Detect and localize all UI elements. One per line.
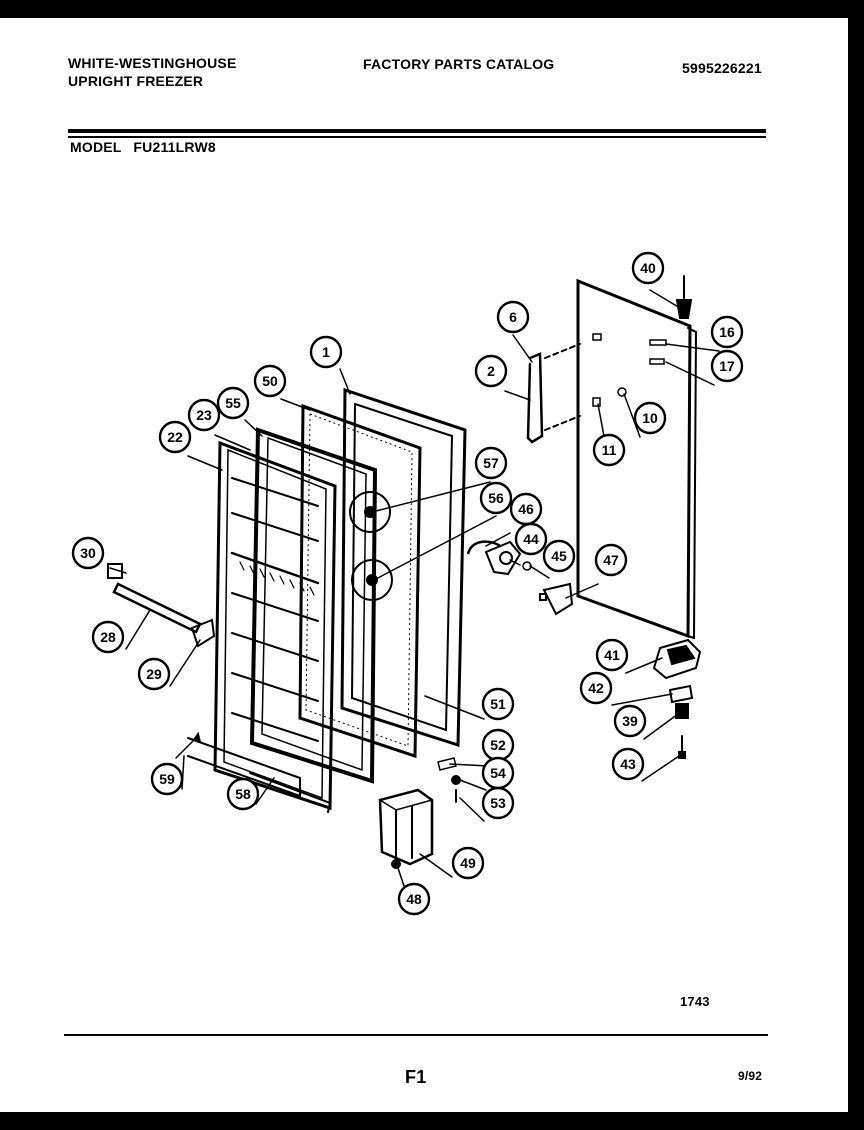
part-number-label: 23	[196, 407, 212, 423]
part-callout-41: 41	[595, 638, 629, 672]
part-callout-47: 47	[594, 543, 628, 577]
part-callout-49: 49	[451, 846, 485, 880]
leader-lines	[109, 289, 720, 911]
part-callout-2: 2	[474, 354, 508, 388]
part-number-label: 53	[490, 795, 506, 811]
foam-insulation-panel	[298, 403, 422, 759]
door-latch	[466, 540, 532, 576]
part-callout-44: 44	[514, 522, 548, 556]
part-number-label: 51	[490, 696, 506, 712]
header-rule-thick	[68, 129, 766, 133]
footer-rule	[64, 1034, 768, 1036]
part-number-label: 56	[488, 490, 504, 506]
exterior-door-panel	[576, 278, 697, 639]
part-number-label: 10	[642, 410, 658, 426]
part-number-label: 55	[225, 395, 241, 411]
header-rule-thin	[68, 136, 766, 138]
part-number-label: 57	[483, 455, 499, 471]
part-number-label: 2	[487, 363, 495, 379]
hinge-bar	[107, 563, 216, 648]
product-type: UPRIGHT FREEZER	[68, 73, 204, 89]
part-number-label: 39	[622, 713, 638, 729]
part-number-label: 52	[490, 737, 506, 753]
part-callout-46: 46	[509, 492, 543, 526]
parts-catalog-sheet: WHITE-WESTINGHOUSE UPRIGHT FREEZER FACTO…	[0, 18, 848, 1112]
part-number-label: 40	[640, 260, 656, 276]
screw-detail-callout	[349, 491, 393, 601]
panel-fasteners	[592, 333, 667, 407]
part-number-label: 11	[602, 442, 617, 458]
part-callout-51: 51	[481, 687, 515, 721]
part-number-label: 43	[620, 756, 636, 772]
model-line: MODEL FU211LRW8	[70, 139, 216, 156]
part-callout-40: 40	[631, 251, 665, 285]
part-callout-57: 57	[474, 446, 508, 480]
door-stop	[539, 582, 574, 616]
part-callout-53: 53	[481, 786, 515, 820]
part-callout-10: 10	[633, 401, 667, 435]
part-callout-16: 16	[710, 315, 744, 349]
door-gasket-frame	[249, 427, 378, 784]
part-callout-29: 29	[137, 657, 171, 691]
part-callout-56: 56	[479, 481, 513, 515]
part-number-label: 48	[406, 891, 422, 907]
part-number-label: 47	[603, 552, 619, 568]
part-callouts: 1 2 6 10 11 16 17 22 23 28 29 30 39 40 41 42 43 44 45 46 47 4…	[71, 251, 744, 916]
part-number-label: 41	[604, 647, 620, 663]
part-callout-45: 45	[542, 539, 576, 573]
shelf-bar	[239, 561, 315, 596]
part-number-label: 17	[719, 358, 735, 374]
door-handle	[526, 343, 581, 444]
part-callout-48: 48	[397, 882, 431, 916]
part-callout-50: 50	[253, 364, 287, 398]
model-number: FU211LRW8	[133, 139, 216, 155]
outer-door-panel	[340, 387, 467, 748]
part-number-label: 54	[490, 765, 506, 781]
part-number-label: 16	[719, 324, 735, 340]
revision-date: 9/92	[738, 1069, 763, 1083]
part-number-label: 1	[322, 344, 330, 360]
part-callout-52: 52	[481, 728, 515, 762]
part-number-label: 6	[509, 309, 517, 325]
exploded-door-diagram: 1 2 6 10 11 16 17 22 23 28 29 30 39 40 41 42 43 44 45 46 47 4…	[71, 251, 744, 916]
part-number-label: 22	[167, 429, 183, 445]
part-number-label: 44	[523, 531, 539, 547]
part-callout-6: 6	[496, 300, 530, 334]
part-number-label: 59	[159, 771, 175, 787]
inner-door-liner	[187, 440, 337, 813]
part-number-label: 29	[146, 666, 162, 682]
part-callout-55: 55	[216, 386, 250, 420]
page-label: F1	[405, 1067, 427, 1087]
part-number-label: 46	[518, 501, 534, 517]
part-callout-11: 11	[592, 433, 626, 467]
model-label: MODEL	[70, 139, 122, 155]
part-callout-54: 54	[481, 756, 515, 790]
part-callout-23: 23	[187, 398, 221, 432]
part-callout-39: 39	[613, 704, 647, 738]
part-number-label: 58	[235, 786, 251, 802]
part-number-label: 42	[588, 680, 604, 696]
catalog-number: 5995226221	[682, 60, 762, 76]
part-number-label: 50	[262, 373, 278, 389]
lower-hinge	[652, 638, 702, 759]
part-callout-59: 59	[150, 762, 184, 796]
part-number-label: 28	[100, 629, 116, 645]
part-callout-22: 22	[158, 420, 192, 454]
part-callout-17: 17	[710, 349, 744, 383]
hinge-pin	[675, 275, 693, 319]
hinge-cover	[378, 788, 434, 866]
brand-name: WHITE-WESTINGHOUSE	[68, 55, 237, 71]
misc-screws	[175, 731, 461, 869]
part-callout-28: 28	[91, 620, 125, 654]
part-callout-1: 1	[309, 335, 343, 369]
catalog-title: FACTORY PARTS CATALOG	[363, 56, 555, 72]
part-callout-30: 30	[71, 536, 105, 570]
part-callout-43: 43	[611, 747, 645, 781]
part-number-label: 45	[551, 548, 567, 564]
figure-number: 1743	[680, 994, 710, 1009]
part-callout-58: 58	[226, 777, 260, 811]
part-number-label: 49	[460, 855, 476, 871]
part-number-label: 30	[80, 545, 96, 561]
part-callout-42: 42	[579, 671, 613, 705]
